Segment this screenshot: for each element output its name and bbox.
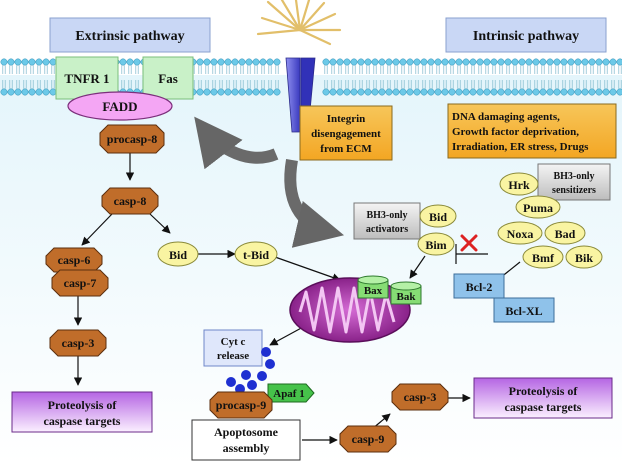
- bik-label: Bik: [575, 251, 593, 265]
- intrinsic-outcome-line2: caspase targets: [505, 400, 582, 414]
- casp6-label: casp-6: [58, 253, 91, 267]
- integrin-signal-arrows: [194, 116, 345, 248]
- integrin-disengagement-box: Integrin disengagement from ECM: [299, 105, 393, 161]
- intrinsic-outcome-box: Proteolysis of caspase targets: [473, 377, 613, 419]
- extrinsic-outcome-box: Proteolysis of caspase targets: [11, 391, 153, 433]
- fadd-label: FADD: [102, 99, 137, 114]
- activator-bim-label: Bim: [425, 238, 446, 252]
- noxa-label: Noxa: [507, 227, 534, 241]
- activator-bim-node: Bim: [417, 232, 455, 256]
- casp9-node: casp-9: [339, 425, 397, 453]
- tbid-node: t-Bid: [234, 241, 278, 267]
- bmf-node: Bmf: [522, 245, 564, 269]
- fadd-adaptor: FADD: [67, 91, 173, 121]
- bh3-sensitizers-label-box: BH3-only sensitizers: [537, 163, 611, 201]
- bak-node: Bak: [390, 281, 422, 305]
- intrinsic-stimuli-box: DNA damaging agents, Growth factor depri…: [447, 103, 617, 159]
- apoptosome-line1: Apoptosome: [214, 425, 279, 439]
- mitochondrion-cristae: [298, 286, 396, 334]
- stimuli-line1: DNA damaging agents,: [452, 111, 560, 123]
- bax-node: Bax: [357, 275, 389, 299]
- intrinsic-outcome-line1: Proteolysis of: [509, 384, 579, 398]
- procasp8-label: procasp-8: [107, 132, 157, 146]
- casp7-node: casp-7: [51, 269, 109, 297]
- extrinsic-pathway-label: Extrinsic pathway: [75, 29, 184, 44]
- casp3-extrinsic-node: casp-3: [49, 329, 107, 357]
- intrinsic-pathway-box: Intrinsic pathway: [445, 17, 607, 53]
- tbid-label: t-Bid: [243, 248, 269, 262]
- fas-label: Fas: [158, 71, 178, 86]
- procasp9-node: procasp-9: [209, 391, 273, 419]
- casp6-node: casp-6: [45, 247, 103, 273]
- integrin-line1: Integrin: [327, 113, 366, 125]
- integrin-line3: from ECM: [320, 143, 372, 155]
- cytc-line2: release: [217, 350, 249, 362]
- bik-node: Bik: [565, 245, 603, 269]
- casp3-intrinsic-node: casp-3: [391, 383, 449, 411]
- bcl2-node: Bcl-2: [453, 273, 505, 299]
- integrin-line2: disengagement: [311, 128, 381, 140]
- extrinsic-outcome-line1: Proteolysis of: [48, 398, 118, 412]
- extrinsic-pathway-box: Extrinsic pathway: [49, 17, 211, 53]
- hrk-node: Hrk: [499, 172, 539, 196]
- procasp8-node: procasp-8: [99, 124, 165, 154]
- casp8-node: casp-8: [101, 187, 159, 215]
- bax-label: Bax: [364, 285, 383, 297]
- hrk-label: Hrk: [508, 178, 530, 192]
- activator-bid-label: Bid: [429, 210, 447, 224]
- noxa-node: Noxa: [497, 221, 543, 245]
- stimuli-line2: Growth factor deprivation,: [452, 126, 579, 138]
- puma-node: Puma: [515, 195, 561, 219]
- bclxl-label: Bcl-XL: [505, 304, 542, 318]
- sensitizers-line1: BH3-only: [553, 171, 594, 182]
- bcl2-label: Bcl-2: [466, 280, 493, 294]
- intrinsic-pathway-label: Intrinsic pathway: [473, 29, 579, 44]
- bad-label: Bad: [555, 227, 576, 241]
- apoptosome-assembly-box: Apoptosome assembly: [191, 419, 301, 461]
- casp3-intrinsic-label: casp-3: [404, 390, 437, 404]
- blocked-x-icon: [460, 234, 478, 252]
- procasp9-label: procasp-9: [216, 398, 266, 412]
- casp7-label: casp-7: [64, 276, 97, 290]
- casp3-extrinsic-label: casp-3: [62, 336, 95, 350]
- sensitizers-line2: sensitizers: [552, 185, 596, 196]
- bmf-label: Bmf: [532, 251, 555, 265]
- extrinsic-arrows: [73, 153, 471, 445]
- bh3-activators-label-box: BH3-only activators: [353, 202, 421, 240]
- activators-line1: BH3-only: [366, 210, 407, 221]
- ecm-fibers: [256, 0, 342, 46]
- fas-receptor: Fas: [142, 56, 194, 100]
- bclxl-node: Bcl-XL: [493, 297, 555, 323]
- apaf1-label: Apaf 1: [273, 388, 304, 400]
- apaf1-node: Apaf 1: [267, 383, 315, 403]
- activators-line2: activators: [366, 224, 408, 235]
- apoptosome-line2: assembly: [223, 441, 270, 455]
- bad-node: Bad: [544, 221, 586, 245]
- stimuli-line3: Irradiation, ER stress, Drugs: [452, 141, 589, 153]
- cytochrome-c-dots: [226, 347, 275, 394]
- bid-node: Bid: [157, 241, 199, 267]
- cytc-release-box: Cyt c release: [203, 329, 263, 367]
- tnfr1-label: TNFR 1: [64, 71, 109, 86]
- puma-label: Puma: [523, 201, 553, 215]
- casp9-label: casp-9: [352, 432, 385, 446]
- casp8-label: casp-8: [114, 194, 147, 208]
- activator-bid-node: Bid: [419, 204, 457, 228]
- extrinsic-outcome-line2: caspase targets: [44, 414, 121, 428]
- bak-label: Bak: [397, 291, 417, 303]
- cytc-line1: Cyt c: [221, 336, 246, 348]
- bid-label: Bid: [169, 248, 187, 262]
